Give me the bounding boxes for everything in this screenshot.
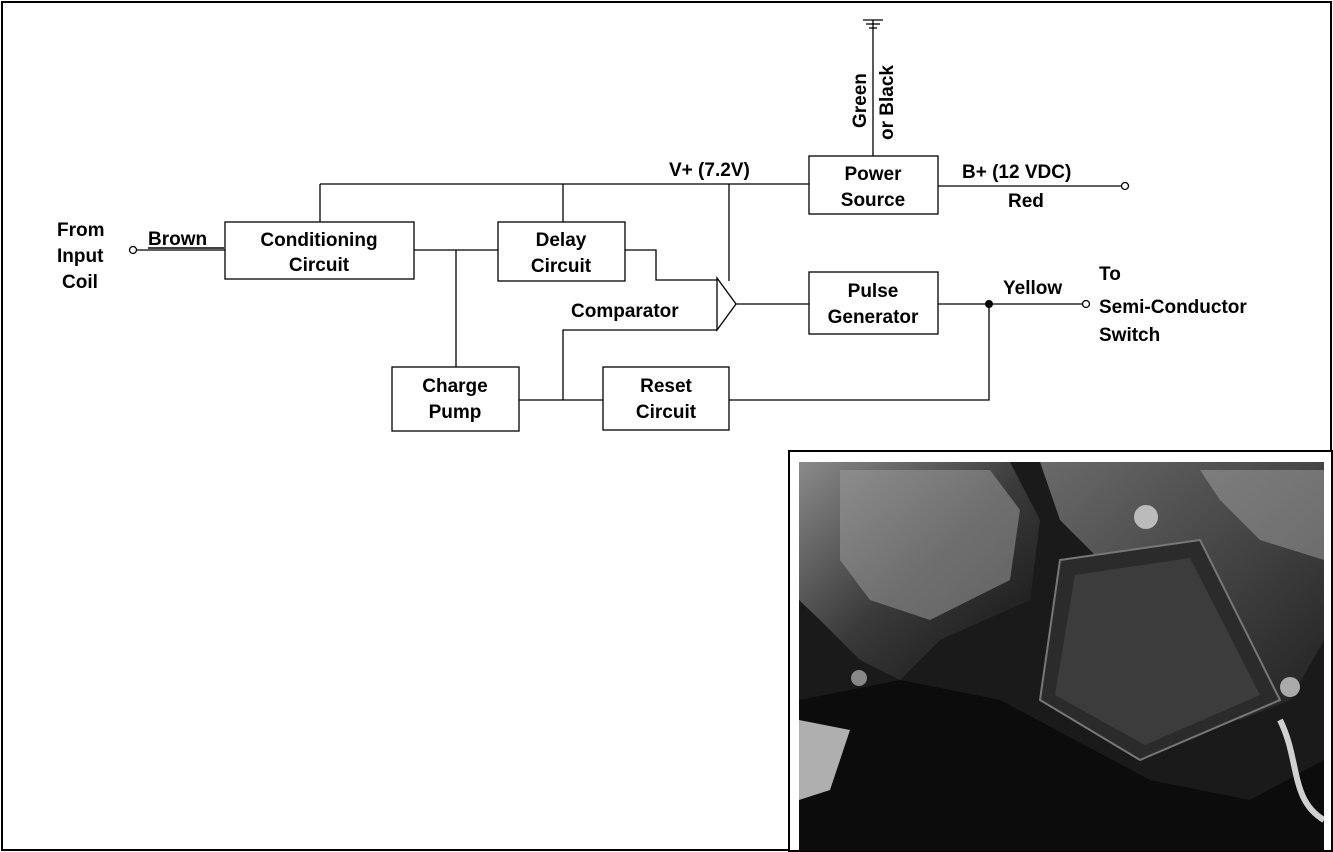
block-power-source: Power Source	[809, 156, 938, 214]
yellow-wire-label: Yellow	[1003, 278, 1062, 299]
block-delay-circuit: Delay Circuit	[498, 222, 625, 281]
block-charge-pump: Charge Pump	[392, 367, 519, 431]
comparator-label: Comparator	[571, 301, 679, 322]
block-label-line: Pump	[429, 402, 482, 423]
svg-text:Input: Input	[57, 246, 104, 267]
photo-content	[799, 462, 1324, 851]
block-label-line: Circuit	[636, 402, 697, 423]
svg-text:Semi-Conductor: Semi-Conductor	[1099, 297, 1247, 318]
vplus-label: V+ (7.2V)	[669, 160, 750, 181]
block-pulse-generator: Pulse Generator	[809, 272, 938, 334]
bplus-label: B+ (12 VDC)	[962, 162, 1071, 183]
from-input-coil-label: From Input Coil	[57, 220, 105, 293]
comparator-symbol	[717, 278, 736, 330]
red-wire-label: Red	[1008, 191, 1044, 212]
block-label-line: Circuit	[531, 256, 592, 277]
block-label-line: Source	[841, 190, 905, 211]
output-terminal	[1083, 301, 1090, 308]
input-terminal	[130, 247, 137, 254]
ground-wire-label-2: or Black	[877, 65, 898, 140]
ignition-module-photo	[789, 451, 1332, 851]
block-label-line: Charge	[422, 376, 487, 397]
svg-text:Switch: Switch	[1099, 325, 1160, 346]
svg-text:Coil: Coil	[62, 272, 98, 293]
block-label-line: Generator	[828, 307, 919, 328]
block-reset-circuit: Reset Circuit	[603, 367, 729, 430]
block-label-line: Circuit	[289, 255, 350, 276]
to-switch-label: To Semi-Conductor Switch	[1099, 264, 1247, 346]
wires	[136, 20, 1122, 400]
bplus-terminal	[1122, 183, 1129, 190]
brown-wire-label: Brown	[148, 229, 207, 250]
svg-text:To: To	[1099, 264, 1121, 285]
block-label-line: Power	[844, 164, 902, 185]
svg-text:From: From	[57, 220, 105, 241]
ground-wire-label-1: Green	[850, 73, 871, 128]
junction-dot	[985, 300, 993, 308]
wire-delay-to-comparator	[625, 250, 717, 280]
block-label-line: Conditioning	[260, 230, 377, 251]
block-conditioning-circuit: Conditioning Circuit	[225, 222, 414, 279]
block-label-line: Reset	[640, 376, 692, 397]
block-label-line: Delay	[536, 230, 587, 251]
block-label-line: Pulse	[848, 281, 899, 302]
